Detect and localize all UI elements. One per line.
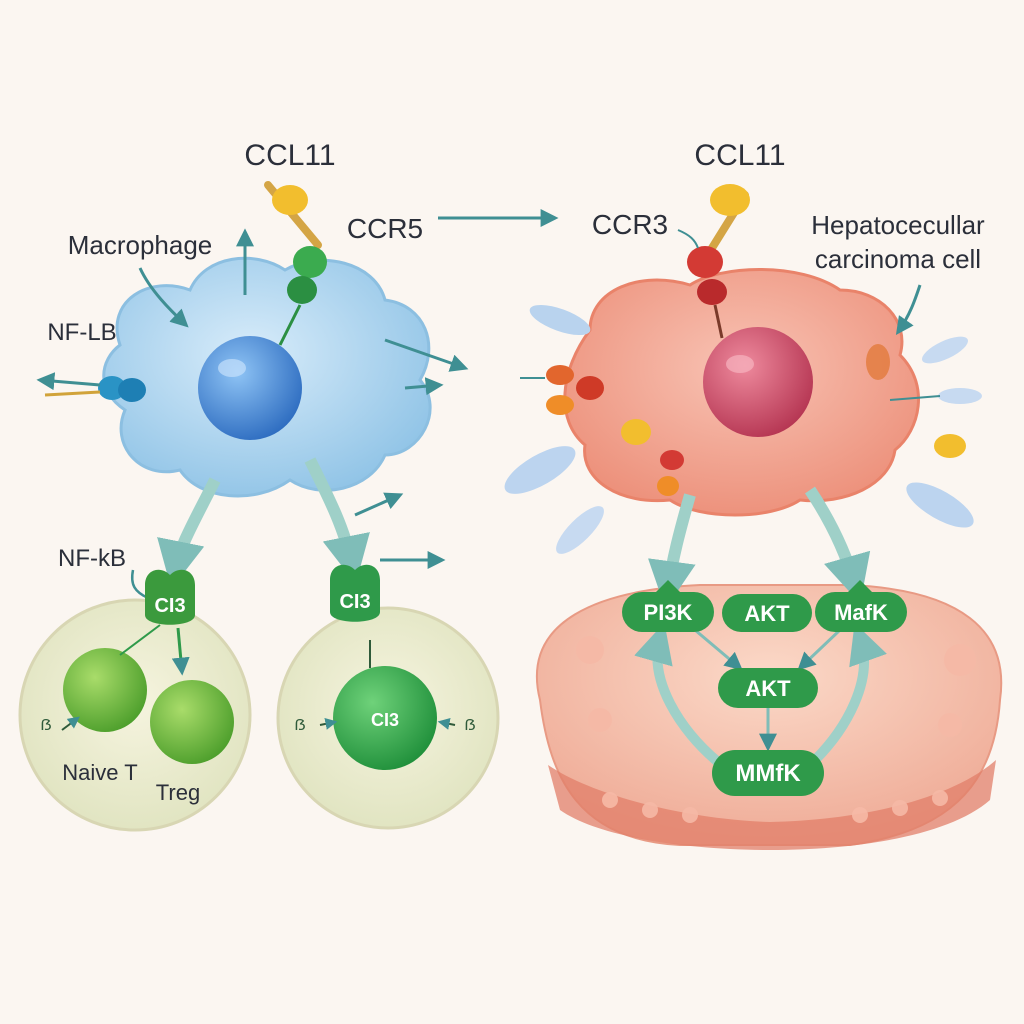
marker-mid-right-label: ẞ: [464, 717, 475, 734]
marker-mid-left-label: ẞ: [294, 717, 305, 734]
akt-mid-node: AKT: [718, 668, 818, 708]
arrow: [404, 377, 444, 396]
cell-inner-label: CI3: [371, 710, 399, 730]
naive-t-treg-dish: [18, 598, 252, 832]
mafk-label: MafK: [834, 600, 888, 625]
arrow-mafk-mmfk: [811, 622, 887, 764]
arrow-pi3k-akt: [694, 628, 743, 671]
nf-lb-receptor-icon: [36, 372, 146, 402]
activated-cell: [333, 666, 437, 770]
pi3k-node: PI3K: [622, 580, 714, 632]
mmfk-node: MMfK: [712, 750, 824, 796]
ccl11-right-label: CCL11: [694, 139, 785, 172]
arrow: [354, 492, 404, 517]
macrophage-nucleus: [198, 336, 302, 440]
pi3k-label: PI3K: [644, 600, 693, 625]
ci3-left-label: CI3: [154, 595, 185, 617]
pointer-ccr3: [677, 229, 699, 249]
arrow-to-ci3-mid: [304, 457, 370, 584]
hcc-surface-molecules: [504, 304, 982, 554]
hcc-nucleus: [703, 327, 813, 437]
arrow-to-pi3k: [648, 493, 696, 610]
arrow-to-ci3-left: [157, 477, 221, 589]
mafk-node: MafK: [815, 580, 907, 632]
nf-kb-label: NF-kB: [58, 545, 126, 572]
ci3-mid-label: CI3: [339, 591, 370, 613]
naive-t-label: Naive T: [62, 760, 137, 785]
ccl11-ligand-right-icon: [710, 184, 750, 216]
treg-label: Treg: [156, 780, 200, 805]
akt-top-node: AKT: [722, 594, 812, 632]
treg-cell: [150, 680, 234, 764]
ccr3-label: CCR3: [592, 209, 668, 240]
ci3-dish: CI3: [276, 606, 500, 830]
akt-top-label: AKT: [744, 601, 790, 626]
ccr3-receptor-icon: [687, 184, 750, 339]
marker-left-label: ẞ: [40, 717, 51, 734]
pointer-macrophage: [138, 267, 189, 328]
arrow-mafk-akt: [797, 628, 842, 671]
pointer-nf-kb: [131, 569, 149, 600]
hcc-label-line2: carcinoma cell: [815, 244, 981, 274]
hcc-cell: [563, 268, 920, 517]
ccl11-left-label: CCL11: [244, 139, 335, 172]
hcc-label-line1: Hepatocecullar: [811, 210, 985, 240]
arrow-to-mafk: [805, 486, 871, 604]
ccr5-label: CCR5: [347, 213, 423, 244]
ci3-receptor-mid: CI3: [330, 564, 380, 622]
ccr5-receptor-icon: [264, 181, 327, 346]
ccl11-ligand-icon: [272, 185, 308, 215]
arrow-pi3k-mmfk: [634, 622, 722, 766]
arrow: [384, 338, 469, 372]
pointer-hcc: [895, 284, 922, 335]
ci3-receptor-left: CI3: [145, 569, 195, 625]
naive-t-cell: [63, 648, 147, 732]
macrophage-label: Macrophage: [68, 230, 213, 260]
macrophage-cell: [102, 256, 432, 498]
akt-mid-label: AKT: [745, 676, 791, 701]
nf-lb-label: NF-LB: [47, 319, 116, 346]
mmfk-label: MMfK: [735, 760, 801, 787]
